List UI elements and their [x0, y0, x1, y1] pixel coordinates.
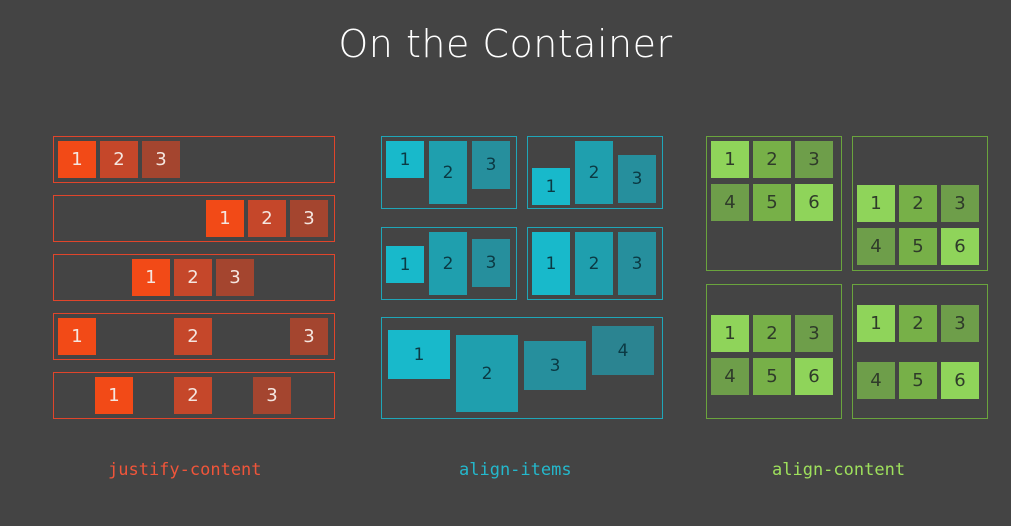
flex-item: 2 — [174, 259, 212, 296]
flex-item: 1 — [532, 232, 570, 295]
flex-item: 1 — [532, 168, 570, 205]
flex-item: 2 — [456, 335, 518, 412]
flex-item: 3 — [618, 232, 656, 295]
flex-item: 2 — [248, 200, 286, 237]
flex-item: 6 — [941, 362, 979, 399]
flex-item: 3 — [618, 155, 656, 203]
flex-item: 2 — [100, 141, 138, 178]
flex-item: 2 — [899, 305, 937, 342]
flex-item: 2 — [899, 185, 937, 222]
flex-item: 1 — [386, 246, 424, 283]
flex-item: 2 — [429, 232, 467, 295]
flex-item: 3 — [941, 305, 979, 342]
caption-align-items: align-items — [459, 460, 572, 480]
flex-item: 2 — [174, 318, 212, 355]
flex-item: 4 — [592, 326, 654, 375]
flex-item: 3 — [142, 141, 180, 178]
flex-item: 3 — [795, 141, 833, 178]
justify-content-row: 1 2 3 — [53, 372, 335, 419]
flex-item: 6 — [795, 358, 833, 395]
flex-item: 1 — [386, 141, 424, 178]
flex-item: 2 — [429, 141, 467, 204]
flex-item: 3 — [472, 239, 510, 287]
flex-item: 4 — [857, 228, 895, 265]
justify-content-row: 1 2 3 — [53, 313, 335, 360]
flex-item: 1 — [711, 141, 749, 178]
flex-item: 1 — [711, 315, 749, 352]
flex-item: 1 — [206, 200, 244, 237]
flex-item: 3 — [795, 315, 833, 352]
flex-item: 6 — [795, 184, 833, 221]
flex-item: 2 — [575, 141, 613, 204]
flex-item: 3 — [290, 200, 328, 237]
flex-item: 6 — [941, 228, 979, 265]
flex-item: 1 — [388, 330, 450, 379]
flex-item: 2 — [575, 232, 613, 295]
flex-item: 3 — [941, 185, 979, 222]
flex-item: 1 — [857, 185, 895, 222]
page-title: On the Container — [338, 22, 673, 66]
flex-item: 1 — [58, 318, 96, 355]
caption-align-content: align-content — [772, 460, 906, 480]
flex-item: 2 — [753, 315, 791, 352]
flex-item: 3 — [472, 141, 510, 189]
flex-item: 1 — [95, 377, 133, 414]
flex-item: 4 — [711, 184, 749, 221]
flex-item: 5 — [899, 362, 937, 399]
caption-justify-content: justify-content — [108, 460, 262, 480]
flex-item: 5 — [899, 228, 937, 265]
flex-item: 3 — [524, 341, 586, 390]
flex-item: 4 — [711, 358, 749, 395]
flex-item: 4 — [857, 362, 895, 399]
flex-item: 3 — [216, 259, 254, 296]
flex-item: 2 — [174, 377, 212, 414]
flex-item: 3 — [253, 377, 291, 414]
flex-item: 1 — [58, 141, 96, 178]
flex-item: 3 — [290, 318, 328, 355]
flex-item: 1 — [132, 259, 170, 296]
flex-item: 1 — [857, 305, 895, 342]
flex-item: 5 — [753, 358, 791, 395]
flex-item: 2 — [753, 141, 791, 178]
flex-item: 5 — [753, 184, 791, 221]
